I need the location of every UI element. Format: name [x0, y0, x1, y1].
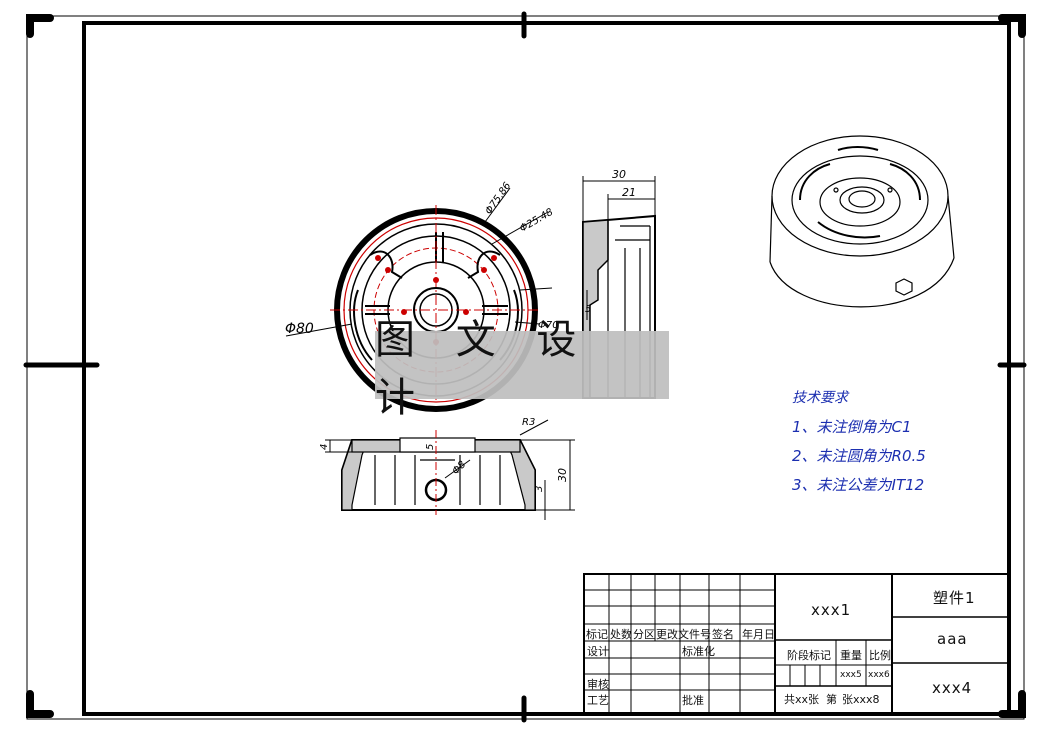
tb-header-zone: 分区: [633, 628, 655, 641]
tb-drawing-no: xxx1: [811, 601, 852, 619]
tb-sheet-no-label: 第: [826, 693, 837, 706]
dim-top-d80: Φ80: [285, 321, 314, 337]
front-view: 4 5 R3 30 3 Φ8: [319, 417, 575, 520]
center-marks: [23, 11, 1027, 723]
tb-header-date: 年月日: [742, 628, 775, 641]
tb-scale-value: xxx6: [868, 670, 890, 680]
watermark: 图 文 设 计: [375, 317, 669, 421]
tech-requirement-item: 1、未注倒角为C1: [792, 418, 912, 436]
tb-standardize-label: 标准化: [682, 645, 715, 658]
dim-front-d8: Φ8: [450, 459, 468, 477]
tb-approve-label: 批准: [682, 694, 704, 707]
dim-front-r3: R3: [522, 417, 535, 428]
tb-weight-label: 重量: [840, 649, 862, 662]
tb-stage-mark-label: 阶段标记: [787, 649, 831, 662]
dim-top-d70: Φ70: [538, 320, 559, 331]
tech-requirement-item: 2、未注圆角为R0.5: [792, 447, 926, 465]
tb-sheets-total: 共xx张: [784, 693, 820, 706]
dim-top-d75: Φ75.86: [483, 181, 513, 217]
tech-requirements-title: 技术要求: [792, 390, 848, 406]
tb-design-label: 设计: [587, 645, 609, 658]
tb-process-label: 工艺: [587, 694, 609, 707]
inner-frame: [82, 21, 1011, 716]
tb-header-mark: 标记: [586, 628, 608, 641]
tech-requirements: 技术要求 1、未注倒角为C1 2、未注圆角为R0.5 3、未注公差为IT12: [792, 384, 926, 500]
tb-material: aaa: [937, 630, 968, 648]
tb-header-change-doc: 更改文件号: [656, 628, 711, 641]
tb-check-label: 审核: [587, 678, 609, 691]
dim-side-5: 5: [585, 304, 591, 315]
top-view: Φ80 Φ75.86 Φ25.48 Φ70: [285, 181, 559, 412]
tech-requirement-item: 3、未注公差为IT12: [792, 476, 925, 494]
dim-front-30: 30: [556, 468, 569, 482]
isometric-view: [769, 135, 955, 308]
tb-scale-label: 比例: [869, 649, 891, 662]
tb-weight-value: xxx5: [840, 670, 862, 680]
dim-side-30: 30: [612, 168, 626, 181]
dim-side-21: 21: [622, 186, 636, 199]
tb-part-name: 塑件1: [933, 589, 976, 607]
dim-top-d25: Φ25.48: [518, 207, 555, 235]
dim-front-4: 4: [319, 444, 330, 450]
title-block: [583, 573, 1010, 715]
tb-header-sign: 签名: [712, 628, 734, 641]
dim-front-5: 5: [425, 444, 436, 450]
tb-sheet-no: 张xxx8: [842, 693, 880, 706]
tb-header-count: 处数: [610, 628, 632, 641]
tb-company: xxx4: [932, 679, 973, 697]
dim-front-3: 3: [534, 486, 545, 492]
